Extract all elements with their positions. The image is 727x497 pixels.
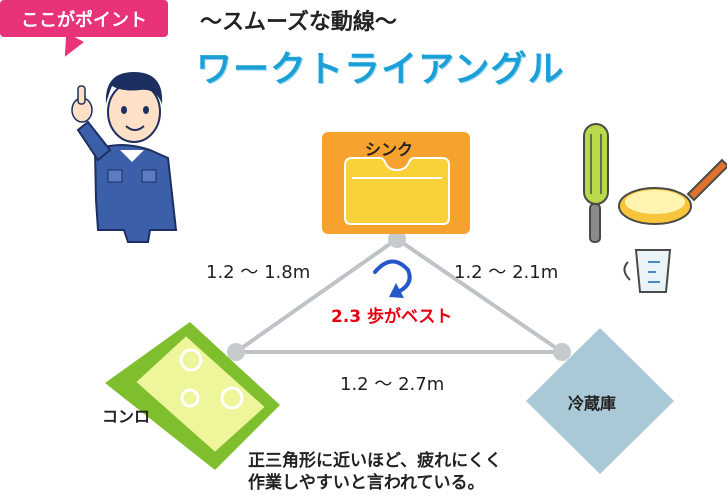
stove-node	[227, 343, 245, 361]
sink-label: シンク	[365, 140, 414, 159]
kitchen-tools-illustration	[583, 123, 727, 293]
point-badge-text: ここがポイント	[21, 9, 147, 31]
subtitle: 〜スムーズな動線〜	[200, 10, 397, 35]
distance-sink-fridge: 1.2 〜 2.1m	[454, 262, 559, 283]
stove-label: コンロ	[102, 407, 151, 426]
title: ワークトライアングル	[196, 49, 565, 90]
stove-illustration	[105, 322, 280, 470]
distance-sink-stove: 1.2 〜 1.8m	[206, 262, 311, 283]
rotation-arrow	[373, 259, 412, 298]
sink-node	[388, 230, 406, 248]
point-badge: ここがポイント	[0, 0, 168, 37]
distance-stove-fridge: 1.2 〜 2.7m	[340, 374, 445, 395]
fridge-node	[553, 343, 571, 361]
fridge-label: 冷蔵庫	[568, 394, 617, 413]
work-triangle	[234, 237, 564, 354]
fridge-illustration	[526, 328, 674, 474]
caption-line-2: 作業しやすいと言われている。	[248, 473, 485, 493]
worker-illustration	[71, 72, 178, 243]
best-steps-label: 2.3 歩がベスト	[331, 307, 453, 327]
caption-line-1: 正三角形に近いほど、疲れにくく	[248, 451, 502, 471]
caption: 正三角形に近いほど、疲れにくく 作業しやすいと言われている。	[248, 450, 502, 494]
sink-illustration	[322, 132, 470, 234]
